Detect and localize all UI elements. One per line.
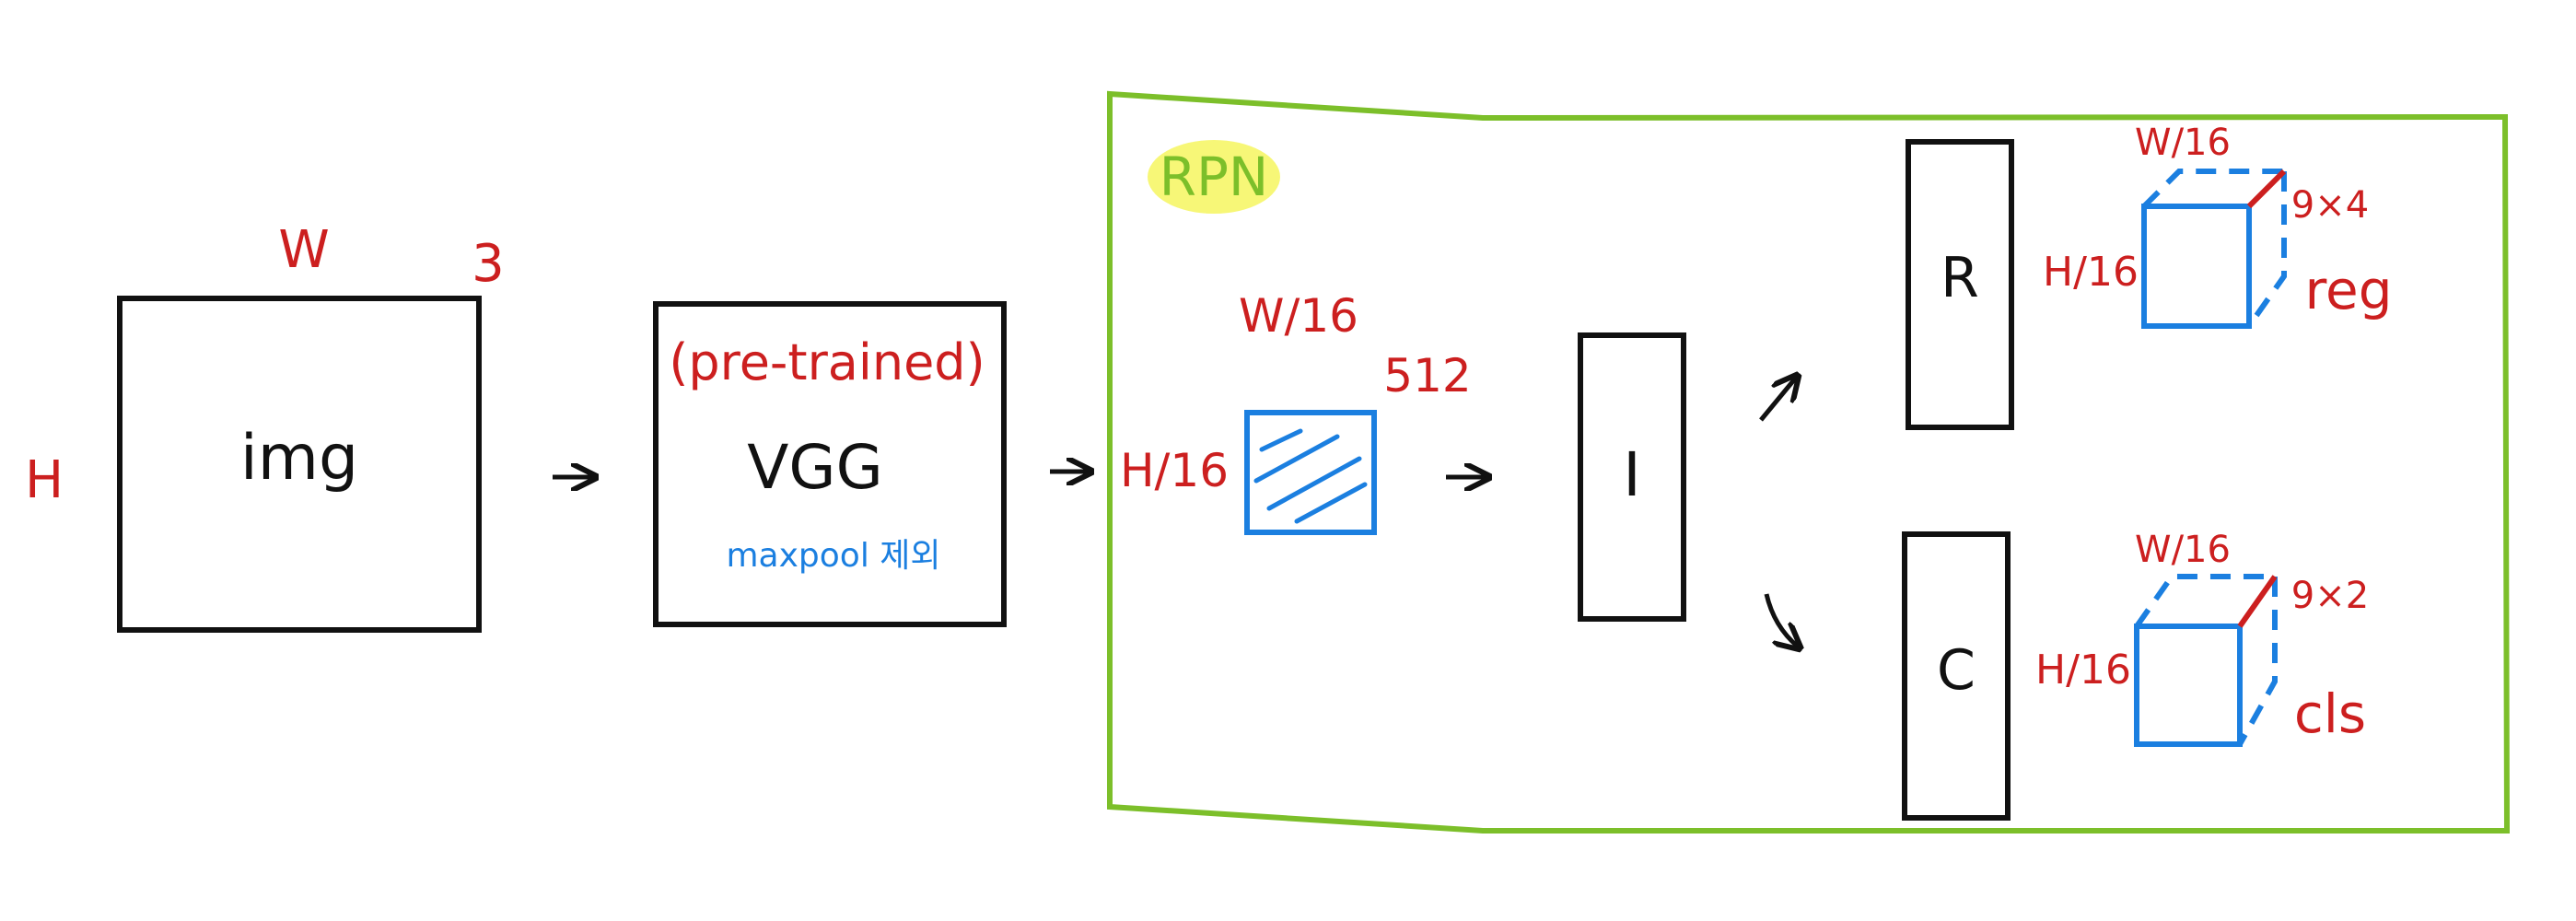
reg-box-label: R — [1941, 246, 1979, 310]
input-width-label: W — [278, 220, 329, 280]
feature-width-label: W/16 — [1239, 289, 1358, 343]
cls-cube — [2134, 574, 2278, 747]
arrow-to-cls — [1764, 593, 1798, 647]
reg-box — [1906, 139, 2014, 430]
vgg-sub-note: maxpool 제외 — [726, 537, 940, 575]
cls-height-label: H/16 — [2035, 647, 2131, 694]
cls-name: cls — [2294, 682, 2366, 745]
cls-box-label: C — [1937, 638, 1976, 703]
vgg-note: (pre-trained) — [669, 333, 985, 391]
rpn-container: RPN — [1107, 90, 2511, 834]
input-image-box — [117, 296, 482, 633]
input-image-label: img — [240, 422, 358, 495]
intermediate-label: I — [1623, 439, 1640, 510]
reg-height-label: H/16 — [2043, 249, 2139, 296]
reg-branch: R W/16 H/16 9×4 reg — [1906, 122, 2393, 430]
cls-branch: C W/16 H/16 9×2 cls — [1902, 529, 2369, 821]
vgg-block: (pre-trained) VGG maxpool 제외 — [653, 301, 1007, 627]
reg-name: reg — [2304, 259, 2392, 321]
feature-map-box — [1244, 410, 1377, 535]
rpn-title: RPN — [1160, 146, 1269, 208]
feature-map-block: W/16 512 H/16 — [1120, 289, 1472, 535]
reg-width-label: W/16 — [2135, 122, 2231, 164]
cls-box — [1902, 531, 2011, 821]
rpn-title-highlight — [1148, 140, 1280, 214]
input-image-block: img W 3 H — [25, 220, 505, 633]
arrow-to-reg — [1759, 378, 1796, 422]
feature-channels-label: 512 — [1383, 349, 1471, 402]
feature-map-hatch — [1253, 428, 1368, 524]
input-channels-label: 3 — [472, 234, 505, 294]
rpn-frame — [1107, 90, 2511, 834]
reg-cube — [2141, 169, 2287, 329]
intermediate-box — [1578, 332, 1686, 622]
vgg-label: VGG — [747, 432, 882, 503]
input-height-label: H — [25, 450, 64, 510]
feature-height-label: H/16 — [1120, 444, 1229, 497]
vgg-box — [653, 301, 1007, 627]
intermediate-block: I — [1578, 332, 1686, 622]
cls-width-label: W/16 — [2135, 529, 2231, 571]
reg-depth-label: 9×4 — [2291, 184, 2369, 227]
cls-depth-label: 9×2 — [2291, 575, 2369, 617]
